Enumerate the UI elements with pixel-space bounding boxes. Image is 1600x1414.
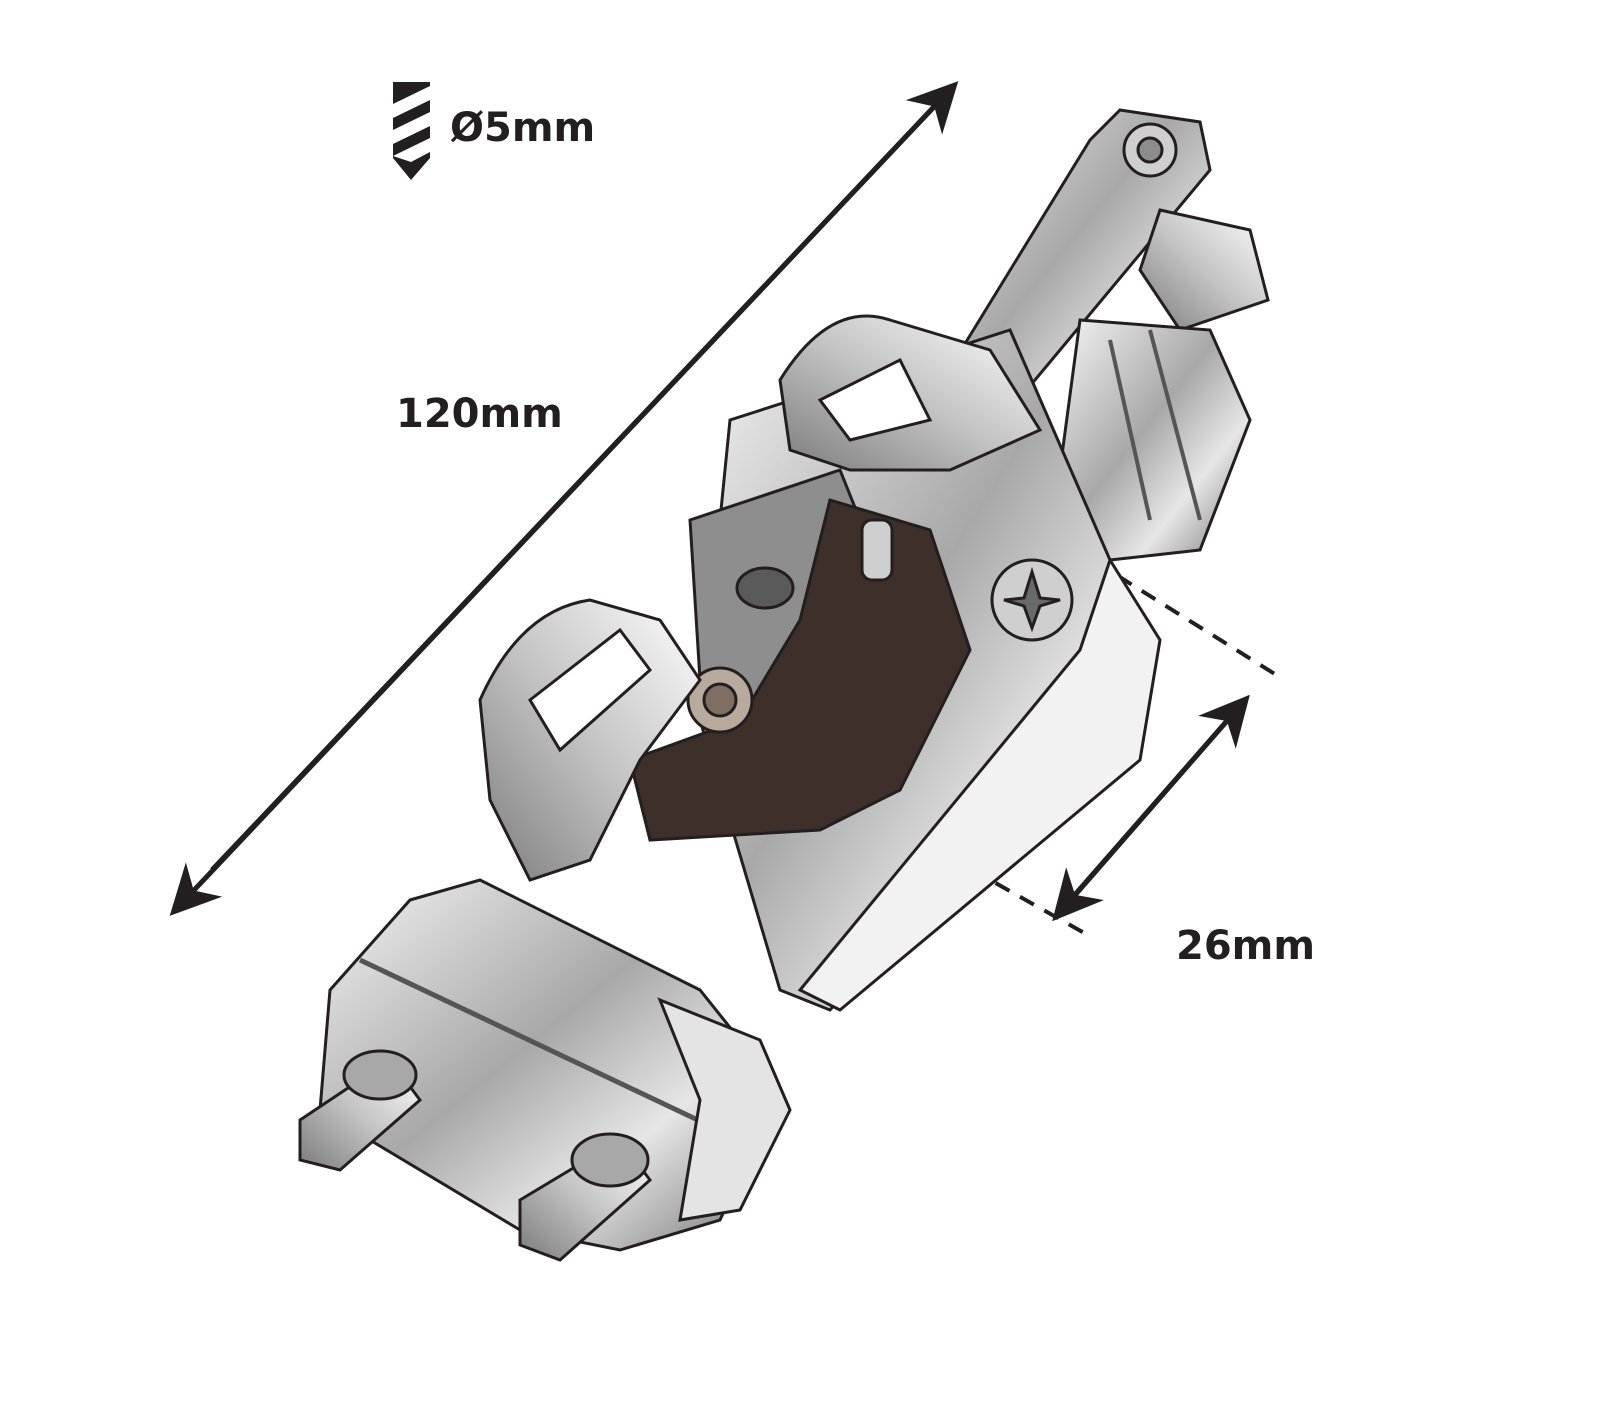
length-dimension-label: 120mm	[396, 391, 563, 437]
hinge-illustration	[298, 108, 1270, 1262]
length-dimension-arrow-start	[169, 90, 950, 916]
width-extension-line-top	[1116, 574, 1280, 678]
drill-diameter-label: Ø5mm	[450, 105, 596, 151]
width-dimension-label: 26mm	[1176, 923, 1316, 969]
width-dimension-arrow-start	[1052, 704, 1242, 922]
drill-bit-icon	[393, 82, 430, 180]
